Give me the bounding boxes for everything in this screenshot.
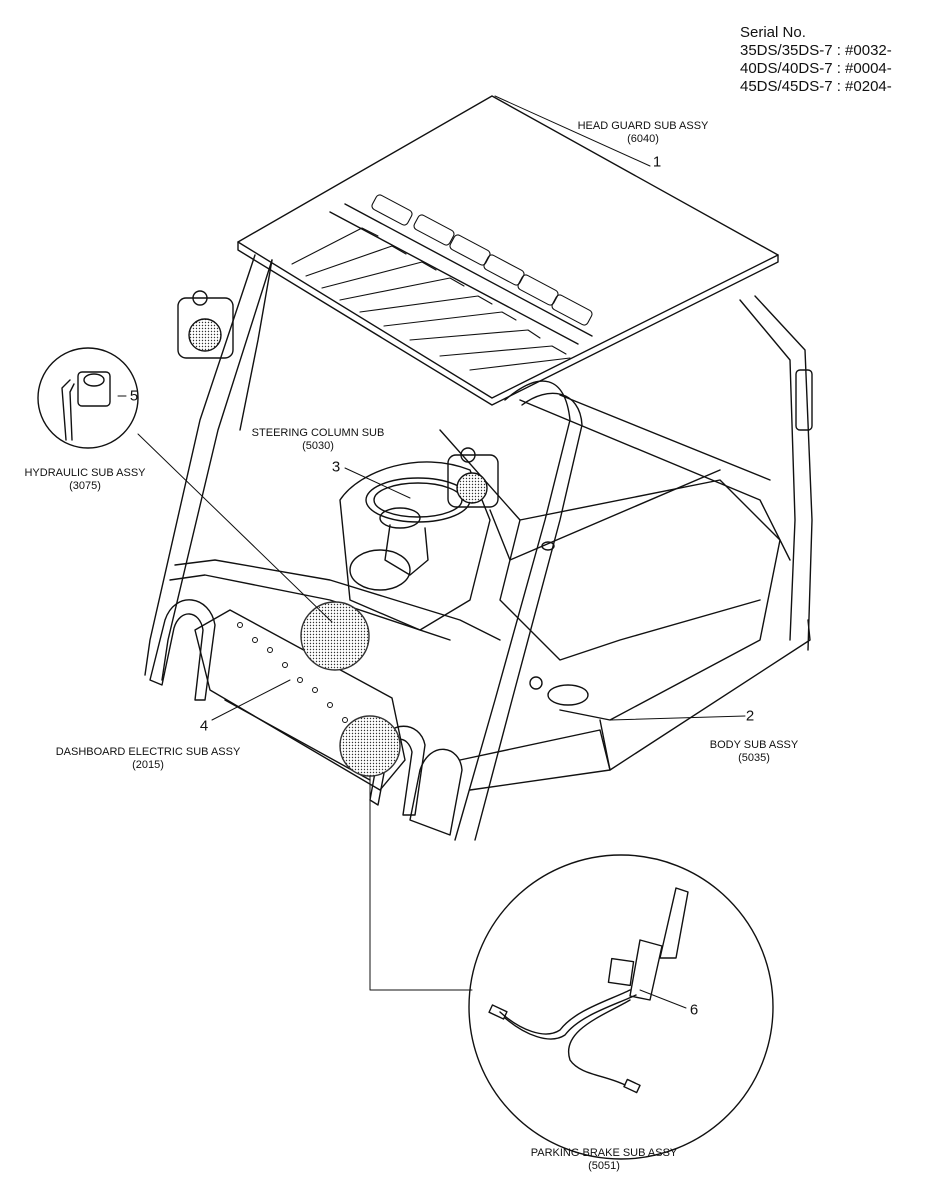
part-code: (5035)	[738, 752, 770, 764]
part-name: BODY SUB ASSY	[709, 739, 799, 751]
label-parking-brake: PARKING BRAKE SUB ASSY (5051)	[531, 1147, 678, 1173]
cab-frame-drawing	[144, 254, 813, 841]
label-hydraulic: HYDRAULIC SUB ASSY (3075)	[24, 467, 145, 493]
serial-number-block: Serial No. 35DS/35DS-7 : #0032- 40DS/40D…	[740, 24, 892, 96]
part-code: (5030)	[302, 440, 334, 452]
part-name: PARKING BRAKE SUB ASSY	[530, 1147, 678, 1159]
part-name: DASHBOARD ELECTRIC SUB ASSY	[55, 746, 241, 758]
roof-slots	[371, 194, 593, 326]
hydraulic-inset	[37, 347, 139, 449]
part-code: (2015)	[132, 759, 164, 771]
leader-lines	[211, 95, 746, 1009]
part-name: STEERING COLUMN SUB	[251, 427, 385, 439]
part-number-2: 2	[745, 707, 755, 725]
serial-line: 40DS/40DS-7 : #0004-	[740, 60, 892, 77]
part-code: (6040)	[627, 133, 659, 145]
label-dashboard-electric: DASHBOARD ELECTRIC SUB ASSY (2015)	[56, 746, 241, 772]
serial-line: 35DS/35DS-7 : #0032-	[740, 42, 892, 59]
serial-title: Serial No.	[740, 24, 806, 41]
parking-brake-detail-marker	[339, 715, 401, 777]
hydraulic-detail-marker	[300, 601, 370, 671]
part-number-5: 5	[129, 387, 139, 405]
part-number-4: 4	[199, 717, 209, 735]
part-name: HEAD GUARD SUB ASSY	[577, 120, 709, 132]
dashboard-holes	[237, 622, 348, 723]
head-guard-drawing	[237, 95, 779, 406]
part-code: (3075)	[69, 480, 101, 492]
part-number-3: 3	[331, 458, 341, 476]
part-number-1: 1	[652, 153, 662, 171]
roof-ribs	[291, 227, 571, 371]
part-code: (5051)	[588, 1160, 620, 1172]
label-body: BODY SUB ASSY (5035)	[710, 739, 798, 765]
label-head-guard: HEAD GUARD SUB ASSY (6040)	[578, 120, 709, 146]
lamps-drawing	[177, 290, 813, 508]
part-name: HYDRAULIC SUB ASSY	[24, 467, 146, 479]
serial-line: 45DS/45DS-7 : #0204-	[740, 78, 892, 95]
steering-wheel-drawing	[349, 477, 471, 591]
parking-brake-inset	[468, 854, 774, 1160]
label-steering-column: STEERING COLUMN SUB (5030)	[252, 427, 385, 453]
part-number-6: 6	[689, 1001, 699, 1019]
